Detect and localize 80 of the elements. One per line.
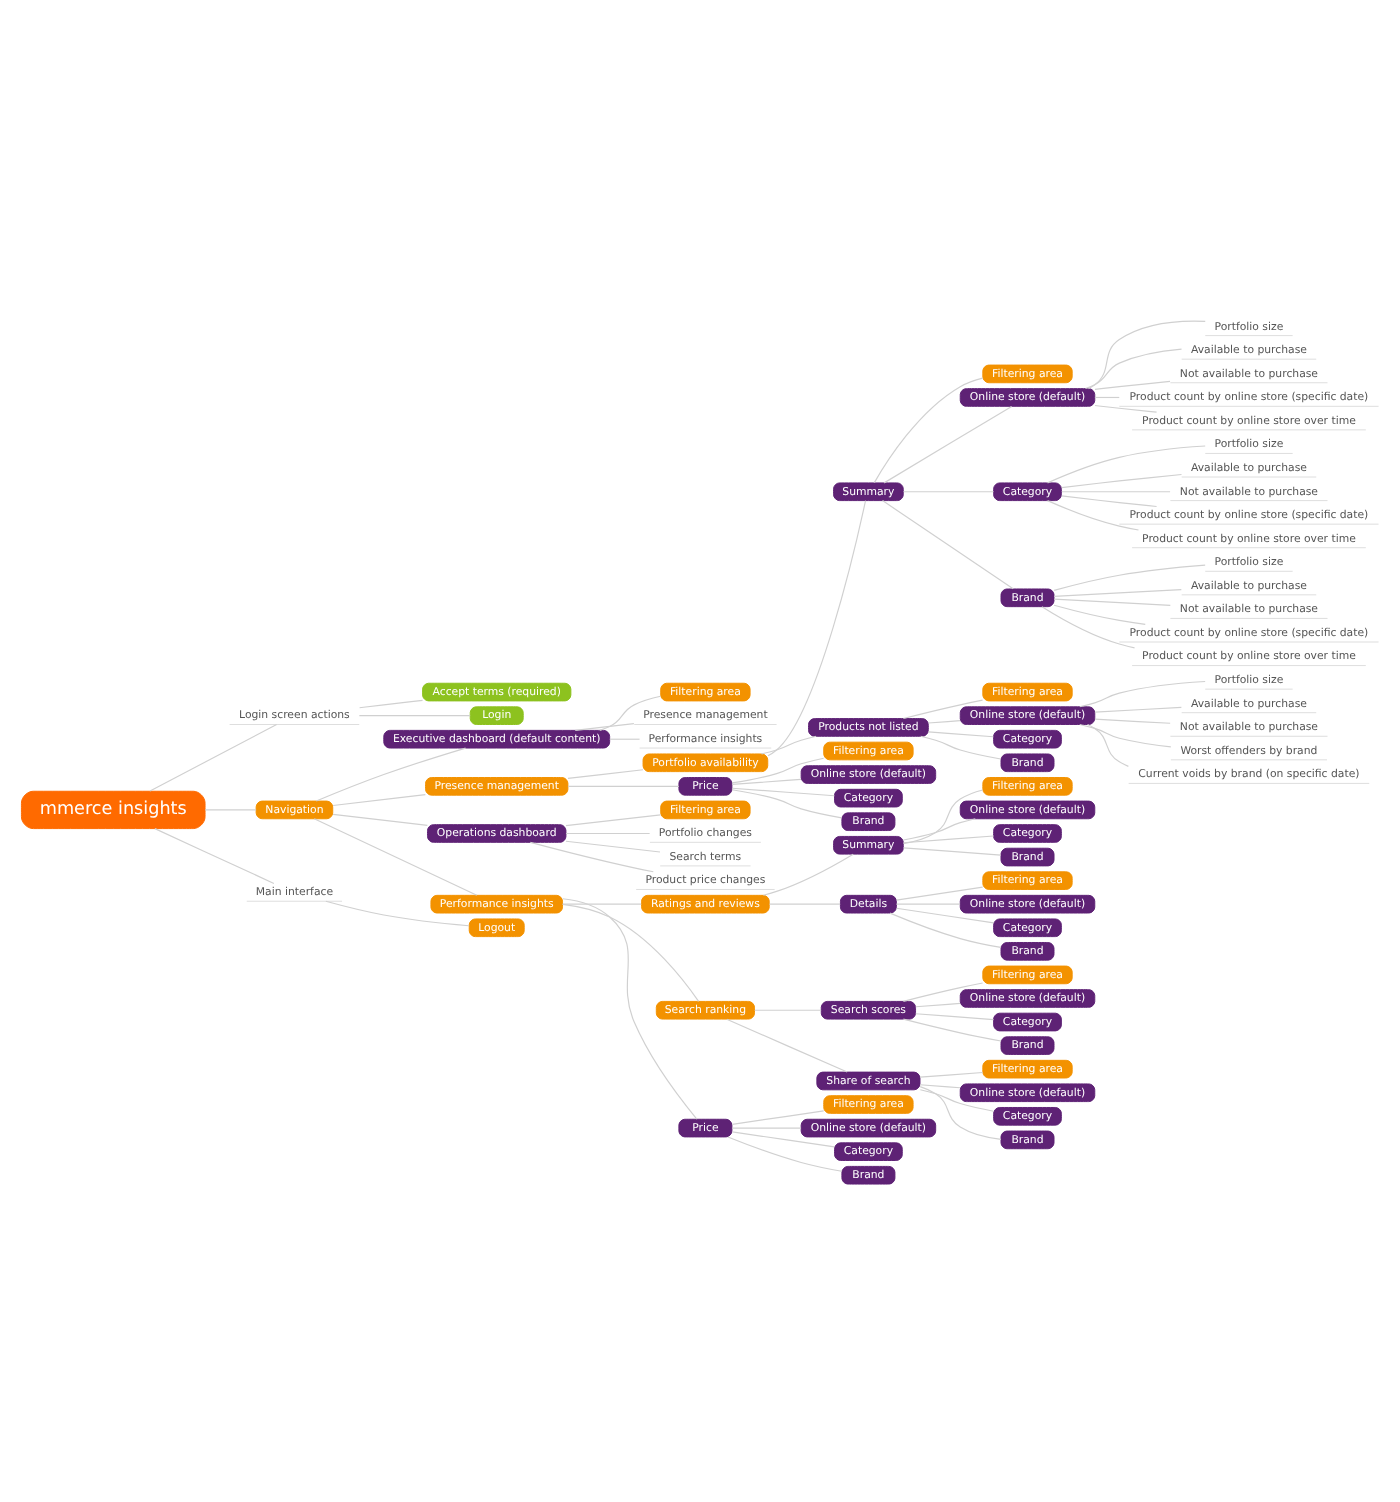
connector	[1084, 348, 1183, 390]
connector	[332, 794, 426, 807]
connector	[731, 789, 843, 819]
connector	[1041, 606, 1136, 649]
connector	[567, 785, 680, 787]
connector	[927, 720, 961, 724]
connector	[1087, 723, 1129, 767]
connector	[769, 903, 841, 905]
connector	[313, 818, 478, 896]
connector	[149, 723, 278, 792]
connector	[154, 828, 275, 884]
connector	[902, 789, 984, 845]
connector	[919, 1089, 995, 1112]
connector	[919, 1084, 961, 1089]
connector	[529, 841, 654, 873]
connector	[731, 1131, 835, 1148]
connector	[726, 1018, 848, 1073]
connector	[902, 847, 1002, 856]
connector	[1053, 564, 1206, 591]
connector	[1053, 598, 1171, 606]
connector	[565, 832, 651, 835]
connector	[727, 1136, 843, 1172]
connector	[565, 814, 662, 827]
connector	[889, 912, 1002, 948]
connector	[919, 1086, 1002, 1140]
connector	[1053, 589, 1182, 597]
connector	[902, 818, 976, 841]
connector	[1094, 396, 1120, 399]
connector	[902, 1018, 1002, 1042]
connector	[1046, 445, 1206, 484]
connector	[204, 809, 257, 811]
connector	[332, 813, 428, 827]
connector	[731, 778, 802, 786]
connector	[358, 715, 471, 717]
connector	[881, 500, 1014, 590]
connector	[1046, 500, 1140, 531]
connector	[754, 1009, 822, 1011]
connector	[915, 1013, 995, 1021]
connector	[315, 747, 467, 802]
connector	[359, 699, 424, 709]
connector	[1061, 495, 1158, 508]
connector	[927, 731, 994, 738]
connector	[325, 900, 470, 927]
connector	[562, 903, 700, 1002]
connector	[895, 886, 984, 901]
connector	[895, 907, 995, 924]
connector	[920, 735, 1002, 760]
connector	[762, 853, 854, 896]
connector	[567, 769, 644, 779]
connector	[902, 491, 995, 493]
connector	[883, 405, 1013, 484]
connector	[731, 787, 835, 797]
connector	[731, 757, 825, 784]
connector	[1079, 723, 1172, 748]
connector	[1061, 491, 1171, 493]
connector	[902, 835, 995, 844]
connector	[609, 738, 641, 740]
connector	[565, 840, 661, 853]
connector	[767, 500, 867, 757]
connector	[915, 1002, 961, 1008]
connector	[1079, 680, 1206, 708]
connector	[1087, 320, 1206, 390]
connector	[731, 1110, 825, 1125]
connector	[1094, 718, 1171, 724]
connector	[1061, 473, 1183, 489]
connector	[562, 898, 698, 1120]
connector	[1053, 604, 1146, 625]
connector	[1094, 380, 1171, 390]
connector	[902, 982, 984, 1002]
connector	[895, 903, 961, 905]
connector	[919, 1071, 984, 1078]
connector	[902, 699, 984, 720]
connector	[599, 695, 662, 731]
connector	[1094, 706, 1182, 713]
connector	[873, 377, 984, 484]
node-box: mmerce insights	[20, 790, 206, 830]
connector	[574, 723, 635, 731]
connector	[731, 1127, 802, 1129]
connector	[1094, 404, 1158, 413]
connector	[760, 735, 817, 755]
